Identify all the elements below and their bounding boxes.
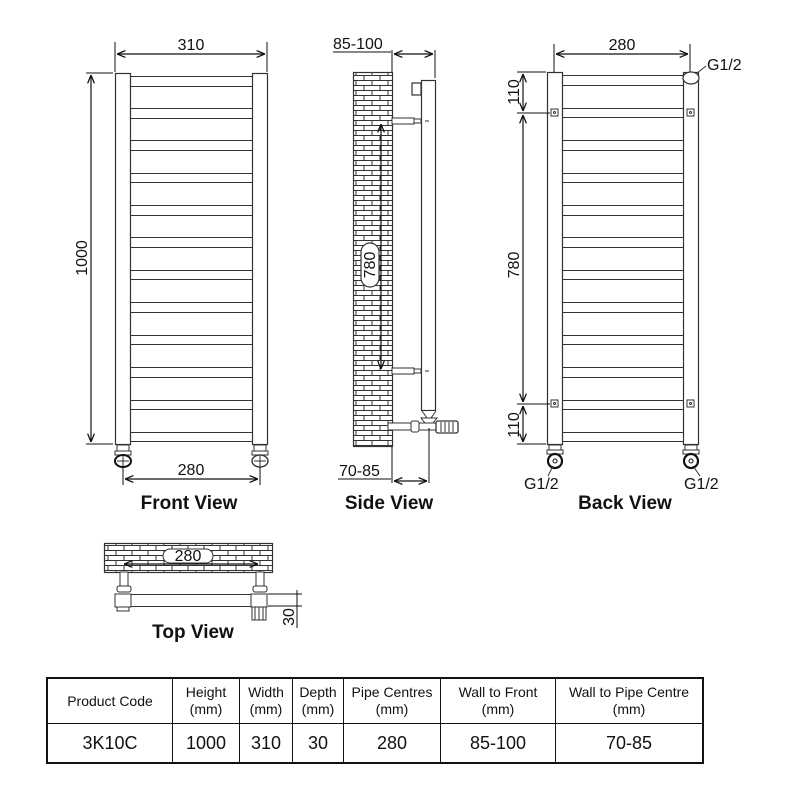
back-right-valve-icon (682, 444, 700, 470)
cell-depth: 30 (292, 723, 344, 764)
header-pipe-centres: Pipe Centres(mm) (343, 677, 441, 724)
side-wall-to-pipe-dim: 70-85 (339, 463, 380, 480)
back-view: 280 G1/2 (506, 37, 742, 514)
table-row: 3K10C 1000 310 30 280 85-100 70-85 (46, 723, 704, 764)
back-top-valve-label: G1/2 (707, 57, 742, 74)
cell-product-code: 3K10C (46, 723, 173, 764)
back-pipe-centres-dim: 280 (609, 37, 636, 54)
cell-wall-to-pipe-centre: 70-85 (555, 723, 704, 764)
top-bracket-icon (391, 117, 429, 125)
top-view: 280 30 Top View (103, 542, 302, 643)
back-bottom-right-label: G1/2 (684, 476, 719, 493)
front-height-dim: 1000 (74, 240, 91, 276)
header-product-code: Product Code (46, 677, 173, 724)
front-view: 310 1000 (74, 37, 269, 514)
cell-wall-to-front: 85-100 (440, 723, 556, 764)
bottom-bracket-icon (391, 367, 429, 375)
header-depth: Depth(mm) (292, 677, 344, 724)
header-wall-to-pipe-centre: Wall to Pipe Centre(mm) (555, 677, 704, 724)
cell-pipe-centres: 280 (343, 723, 441, 764)
header-wall-to-front: Wall to Front(mm) (440, 677, 556, 724)
back-left-valve-icon (546, 444, 564, 470)
top-bleed-valve-icon (682, 71, 700, 85)
side-bracket-centres-dim: 780 (362, 252, 379, 279)
back-bottom-offset-dim: 110 (506, 412, 523, 438)
back-bracket-centres-dim: 780 (506, 252, 523, 279)
back-right-rail (682, 71, 700, 446)
front-pipe-centres-dim: 280 (178, 462, 205, 479)
side-valve-icon (387, 410, 459, 434)
top-left-valve-icon (114, 571, 132, 612)
header-width: Width(mm) (239, 677, 293, 724)
top-right-valve-icon (250, 571, 268, 621)
side-wall-to-front-dim: 85-100 (333, 36, 383, 53)
back-left-rail (546, 71, 564, 446)
right-rail (251, 72, 269, 446)
right-valve-icon (251, 444, 269, 468)
back-view-title: Back View (578, 493, 672, 514)
top-depth-dim: 30 (281, 608, 298, 626)
spec-table: Product Code Height(mm) Width(mm) Depth(… (46, 677, 704, 764)
side-rail (420, 79, 437, 412)
side-view-title: Side View (345, 493, 434, 514)
back-bottom-left-label: G1/2 (524, 476, 559, 493)
header-height: Height(mm) (172, 677, 240, 724)
towel-bars (131, 75, 252, 443)
left-valve-icon (114, 444, 132, 468)
front-view-title: Front View (141, 493, 238, 514)
spec-table-header-row: Product Code Height(mm) Width(mm) Depth(… (46, 677, 704, 724)
side-view: 85-100 780 (333, 36, 459, 514)
cell-width: 310 (239, 723, 293, 764)
back-bracket-markers (550, 108, 695, 408)
cell-height: 1000 (172, 723, 240, 764)
top-view-title: Top View (152, 622, 234, 643)
front-width-dim: 310 (178, 37, 205, 54)
back-top-offset-dim: 110 (506, 79, 523, 105)
left-rail (114, 72, 132, 446)
top-pipe-centres-dim: 280 (175, 548, 202, 565)
technical-drawing: 310 1000 (74, 36, 742, 643)
back-towel-bars (563, 74, 683, 443)
